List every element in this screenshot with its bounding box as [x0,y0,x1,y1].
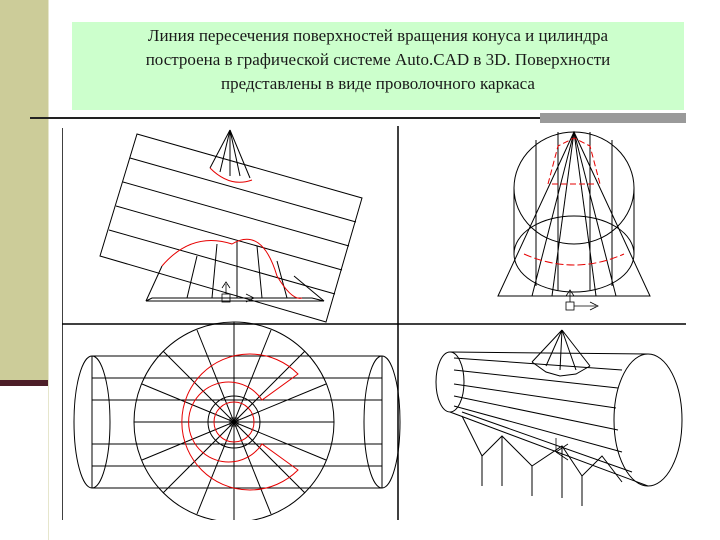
ucs-icon-side [565,289,599,311]
cylinder-end-cap [613,353,683,487]
left-accent-bar-base [0,380,48,386]
cone-top [209,129,251,179]
ucs-icon [221,281,255,303]
viewport-dividers [62,126,686,520]
side-view [497,130,651,311]
top-view [73,321,401,520]
cylinder-outline [99,133,363,323]
cone-base [145,297,325,302]
left-accent-bar [0,0,48,384]
title-background [72,22,684,110]
cone-top-iso [531,329,591,377]
ucs-icon-iso [555,438,569,461]
title-underline-accent [540,113,686,123]
slide-title: Линия пересечения поверхностей вращения … [145,26,611,93]
cad-drawing [62,126,686,520]
ucs-icon-top [229,417,239,427]
left-divider [48,0,49,540]
front-view [99,129,363,323]
title-underline [30,117,686,119]
isometric-view [435,329,683,506]
